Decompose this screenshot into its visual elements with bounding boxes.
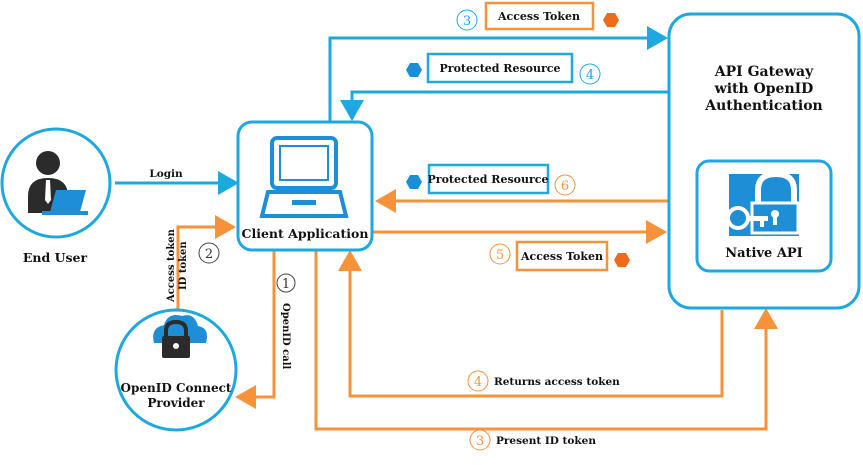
end-user-node bbox=[0, 127, 112, 239]
svg-text:6: 6 bbox=[561, 179, 569, 194]
step-3-top: 3 bbox=[456, 9, 478, 31]
step-3-bottom: 3 bbox=[469, 429, 491, 451]
hexagon-icon bbox=[614, 253, 630, 267]
native-api-label: Native API bbox=[725, 246, 803, 261]
svg-text:4: 4 bbox=[474, 375, 482, 390]
step-4-bottom: 4 bbox=[467, 370, 489, 392]
id-token-vertical-label: ID token bbox=[178, 241, 189, 290]
gateway-label-line3: Authentication bbox=[704, 98, 822, 114]
svg-text:3: 3 bbox=[463, 14, 471, 29]
svg-text:5: 5 bbox=[496, 248, 504, 263]
step-6: 6 bbox=[554, 174, 576, 196]
key-lock-icon bbox=[726, 170, 800, 236]
hexagon-icon bbox=[406, 63, 422, 77]
svg-text:3: 3 bbox=[476, 434, 484, 449]
svg-text:2: 2 bbox=[205, 247, 213, 262]
step-4-top: 4 bbox=[579, 63, 601, 85]
hexagon-icon bbox=[406, 175, 422, 189]
step-5: 5 bbox=[489, 243, 511, 265]
present-id-token-label: Present ID token bbox=[496, 435, 596, 447]
protected-resource-box-top bbox=[426, 52, 574, 84]
access-token-vertical-label: Access token bbox=[166, 228, 177, 303]
gateway-label-line2: with OpenID bbox=[714, 81, 814, 97]
hexagon-icon bbox=[603, 13, 619, 27]
tokens-arrow bbox=[176, 215, 236, 310]
access-token-box-mid bbox=[515, 240, 609, 272]
login-label: Login bbox=[149, 168, 183, 180]
svg-text:4: 4 bbox=[586, 68, 594, 83]
present-id-token-arrow bbox=[314, 250, 778, 431]
client-application-node bbox=[236, 120, 374, 252]
protected-resource-label-top: Protected Resource bbox=[440, 62, 561, 75]
openid-provider-node bbox=[114, 308, 238, 432]
step-2: 2 bbox=[198, 242, 220, 264]
protected-resource-arrow-top bbox=[340, 90, 668, 121]
protected-resource-label-mid: Protected Resource bbox=[428, 173, 549, 186]
returns-access-token-arrow bbox=[338, 250, 724, 398]
protected-resource-box-mid bbox=[427, 163, 550, 195]
person-at-laptop-icon bbox=[28, 151, 88, 215]
openid-call-label: OpenID call bbox=[280, 303, 291, 370]
openid-call-arrow bbox=[235, 250, 276, 409]
cloud-lock-icon bbox=[153, 315, 207, 358]
native-api-node bbox=[695, 159, 833, 273]
client-application-label: Client Application bbox=[242, 226, 369, 241]
gateway-label-line1: API Gateway bbox=[714, 64, 814, 80]
access-token-label-top: Access Token bbox=[497, 10, 580, 23]
provider-label-line1: OpenID Connect bbox=[121, 381, 232, 395]
laptop-icon bbox=[259, 136, 349, 218]
access-token-arrow-top bbox=[328, 26, 668, 128]
returns-access-token-label: Returns access token bbox=[494, 376, 620, 388]
svg-text:1: 1 bbox=[282, 277, 290, 292]
access-token-box-top bbox=[484, 1, 595, 31]
end-user-label: End User bbox=[23, 250, 88, 265]
access-token-label-mid: Access Token bbox=[520, 250, 603, 263]
provider-label-line2: Provider bbox=[147, 396, 205, 410]
step-1: 1 bbox=[276, 273, 296, 293]
